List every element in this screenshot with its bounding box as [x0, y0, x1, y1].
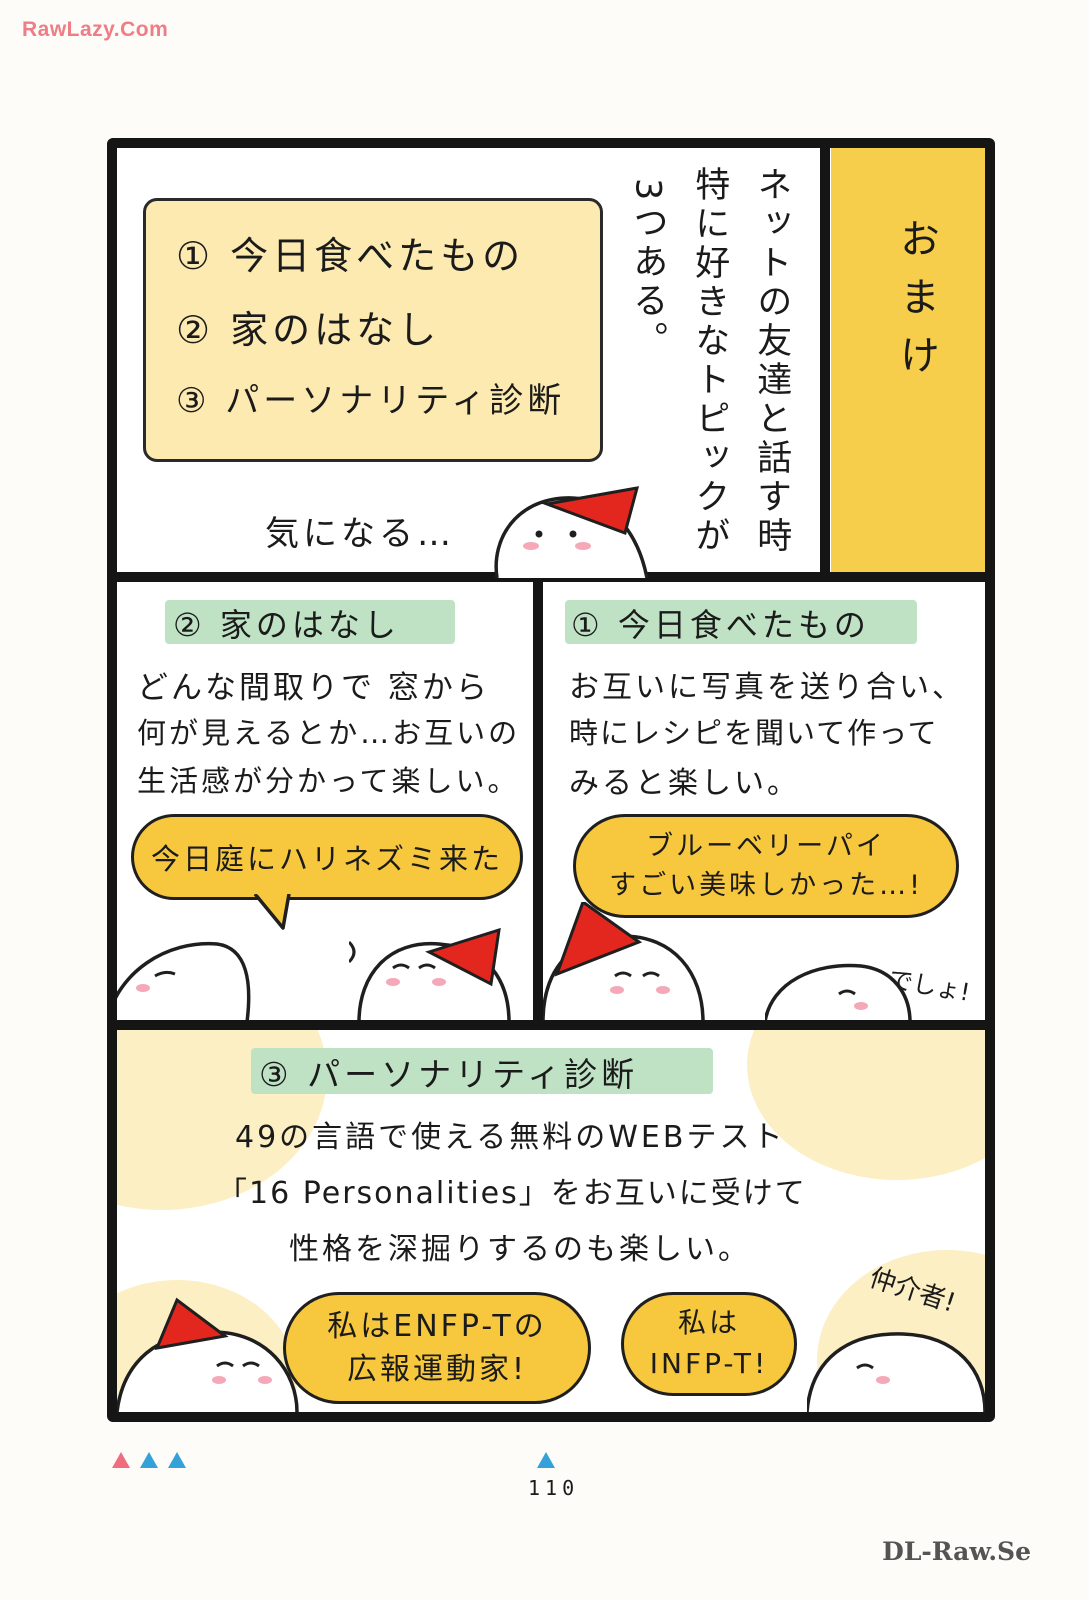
- blueberry-speech-bubble: ブルーベリーパイ すごい美味しかった…!: [573, 814, 959, 918]
- divider-row2: [107, 1020, 995, 1030]
- bird-character-icon: [494, 486, 649, 578]
- panel-food-talk: ① 今日食べたもの お互いに写真を送り合い、 時にレシピを聞いて作って みると楽…: [543, 582, 985, 1020]
- home-text-line-2: 何が見えるとか…お互いの: [137, 716, 521, 750]
- background-blob: [747, 1030, 985, 1180]
- narration-line-1: ネットの友達と話す時: [751, 166, 792, 556]
- triangle-marker-icon: [140, 1452, 158, 1468]
- hedgehog-speech-bubble: 今日庭にハリネズミ来た: [131, 814, 523, 900]
- food-heading-highlight: [565, 600, 917, 644]
- food-text-line-1: お互いに写真を送り合い、: [569, 670, 965, 705]
- topic-item-2: ② 家のはなし: [176, 308, 441, 352]
- speech-tail-icon: [253, 894, 291, 930]
- divider-middle: [533, 578, 543, 1024]
- bird-character-icon: [543, 902, 705, 1020]
- bird-friend-icon: [807, 1332, 985, 1412]
- home-text-line-1: どんな間取りで 窓から: [137, 670, 490, 706]
- topic-item-3: ③ パーソナリティ診断: [176, 381, 566, 421]
- personality-heading-highlight: [251, 1048, 713, 1094]
- personality-text-line-2: 「16 Personalities」をお互いに受けて: [217, 1176, 807, 1211]
- personality-text-line-3: 性格を深掘りするのも楽しい。: [289, 1232, 751, 1267]
- infp-speech-bubble: 私は INFP-T!: [621, 1292, 797, 1396]
- bird-friend-icon: [117, 941, 251, 1020]
- murmur-text: 気になる…: [265, 514, 455, 554]
- infp-speech-text: 私は INFP-T!: [649, 1306, 769, 1380]
- food-text-line-2: 時にレシピを聞いて作って: [569, 716, 939, 750]
- personality-text-line-1: 49の言語で使える無料のWEBテスト: [235, 1120, 786, 1155]
- triangle-marker-icon: [112, 1452, 130, 1468]
- narration-line-3: 3つある。: [627, 178, 668, 361]
- omake-strip: [831, 148, 985, 572]
- page-number: 110: [528, 1476, 580, 1500]
- topic-item-1: ① 今日食べたもの: [176, 234, 525, 278]
- bird-friend-icon: [765, 963, 912, 1020]
- topic-list-box: ① 今日食べたもの ② 家のはなし ③ パーソナリティ診断: [143, 198, 603, 462]
- triangle-marker-icon: [537, 1452, 555, 1468]
- home-heading: ② 家のはなし: [173, 606, 400, 644]
- enfp-speech-text: 私はENFP-Tの 広報運動家!: [327, 1308, 547, 1388]
- personality-heading: ③ パーソナリティ診断: [259, 1055, 639, 1094]
- triangle-marker-icon: [168, 1452, 186, 1468]
- watermark-bottom: DL-Raw.Se: [882, 1537, 1031, 1566]
- bird-character-icon: [349, 927, 511, 1020]
- divider-omake-strip: [820, 146, 830, 574]
- home-text-line-3: 生活感が分かって楽しい。: [137, 764, 520, 798]
- food-heading: ① 今日食べたもの: [571, 606, 870, 644]
- home-heading-highlight: [165, 600, 455, 644]
- panel-home-talk: ② 家のはなし どんな間取りで 窓から 何が見えるとか…お互いの 生活感が分かっ…: [117, 582, 533, 1020]
- narration-line-2: 特に好きなトピックが: [689, 166, 730, 556]
- panel-intro: おまけ ネットの友達と話す時 特に好きなトピックが 3つある。 ① 今日食べたも…: [117, 148, 985, 578]
- omake-label: おまけ: [893, 218, 939, 392]
- food-text-line-3: みると楽しい。: [569, 766, 800, 801]
- blueberry-speech-text: ブルーベリーパイ すごい美味しかった…!: [609, 830, 923, 901]
- watermark-top: RawLazy.Com: [22, 18, 169, 41]
- panel-personality-talk: ③ パーソナリティ診断 49の言語で使える無料のWEBテスト 「16 Perso…: [117, 1030, 985, 1412]
- hedgehog-speech-text: 今日庭にハリネズミ来た: [150, 842, 503, 876]
- bird-character-icon: [117, 1297, 299, 1412]
- enfp-speech-bubble: 私はENFP-Tの 広報運動家!: [283, 1292, 591, 1404]
